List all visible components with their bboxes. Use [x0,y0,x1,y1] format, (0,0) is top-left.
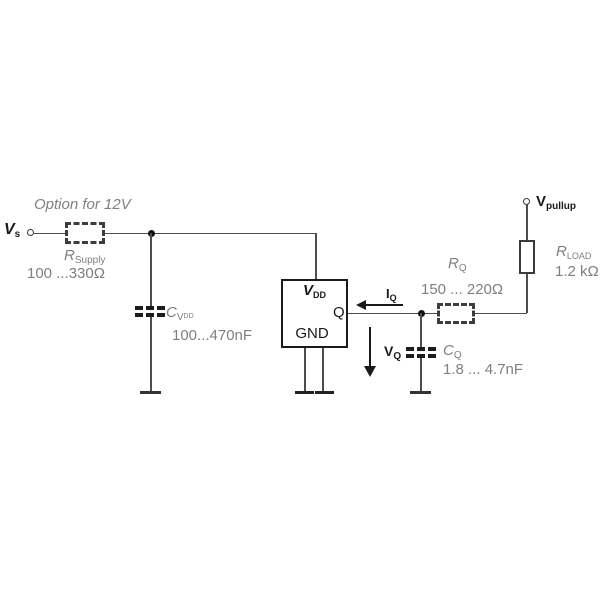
wire-junction-to-cvdd [150,233,152,306]
r-load-symbol: R [556,243,567,260]
c-q-label: CQ [443,342,462,361]
r-supply-resistor-dashed [65,222,105,244]
c-q-symbol: C [443,342,454,359]
iq-arrow-line [362,304,403,306]
wire-q-to-rq [348,312,437,314]
c-vdd-sub: V [176,312,184,323]
wire-cq-to-ground [420,358,422,392]
c-q-value: 1.8 ... 4.7nF [443,361,524,378]
wire-vpullup-to-rload [526,204,528,240]
c-vdd-subsub: DD [183,313,194,320]
v-pullup-sub: pullup [546,201,577,212]
iq-arrow-left-icon [356,300,366,310]
ic-vdd-symbol: V [302,282,313,299]
c-vdd-value: 100...470nF [172,327,253,344]
r-q-value: 150 ... 220Ω [421,281,504,298]
ic-vdd-sub: DD [313,290,326,300]
ic-gnd-pin-label: GND [295,325,329,342]
c-q-sub: Q [453,350,462,361]
i-q-label: IQ [386,286,397,303]
vs-symbol: V [4,221,15,238]
ic-vdd-pin-label: VDD [281,282,348,300]
r-q-resistor-dashed [437,303,475,324]
r-load-label: RLOAD [556,243,591,261]
wire-rq-to-rload [475,312,527,314]
wire-junction-to-cq [420,313,422,347]
r-supply-sub: Supply [74,255,106,266]
v-pullup-symbol: V [536,193,547,210]
wire-ic-gnd2 [322,348,324,392]
c-q-capacitor-top-plate [406,347,436,351]
vq-arrow-line [369,327,371,368]
vq-arrow-down-icon [364,366,376,377]
v-q-symbol: V [384,343,394,359]
v-q-label: VQ [384,343,401,362]
r-q-symbol: R [448,255,459,272]
c-vdd-capacitor-bottom-plate [135,313,165,317]
ground-icon-cq [410,391,431,394]
ic-block [281,279,348,348]
i-q-sub: Q [389,293,397,303]
ic-q-pin-label: Q [333,304,345,321]
wire-rail-to-vdd-pin [315,233,317,279]
wire-rsupply-to-ic [105,232,316,234]
r-supply-label: RSupply [64,247,105,266]
c-q-capacitor-bottom-plate [406,354,436,358]
wire-rload-to-q-node [526,274,528,313]
vs-terminal-icon [27,229,34,236]
r-load-value: 1.2 kΩ [555,263,599,280]
r-supply-value: 100 ...330Ω [27,265,105,282]
ground-icon-cvdd [140,391,161,394]
r-load-sub: LOAD [566,251,592,261]
c-vdd-capacitor-top-plate [135,306,165,310]
r-q-label: RQ [448,255,467,274]
v-q-sub: Q [393,351,402,362]
c-vdd-label: CVDD [166,304,194,323]
i-q-symbol: I [386,286,390,301]
r-supply-symbol: R [64,247,75,264]
wire-cvdd-to-ground [150,317,152,392]
v-pullup-label: Vpullup [536,193,576,212]
c-vdd-symbol: C [166,304,177,321]
r-load-resistor [519,240,535,274]
wire-ic-gnd1 [304,348,306,392]
ground-icon-ic1 [295,391,314,395]
wire-vs-to-rsupply [34,232,66,234]
vs-sub: s [14,229,21,240]
option-note: Option for 12V [34,196,131,213]
r-q-sub: Q [458,263,467,274]
vs-label: Vs [4,221,20,240]
ground-icon-ic2 [314,391,334,395]
